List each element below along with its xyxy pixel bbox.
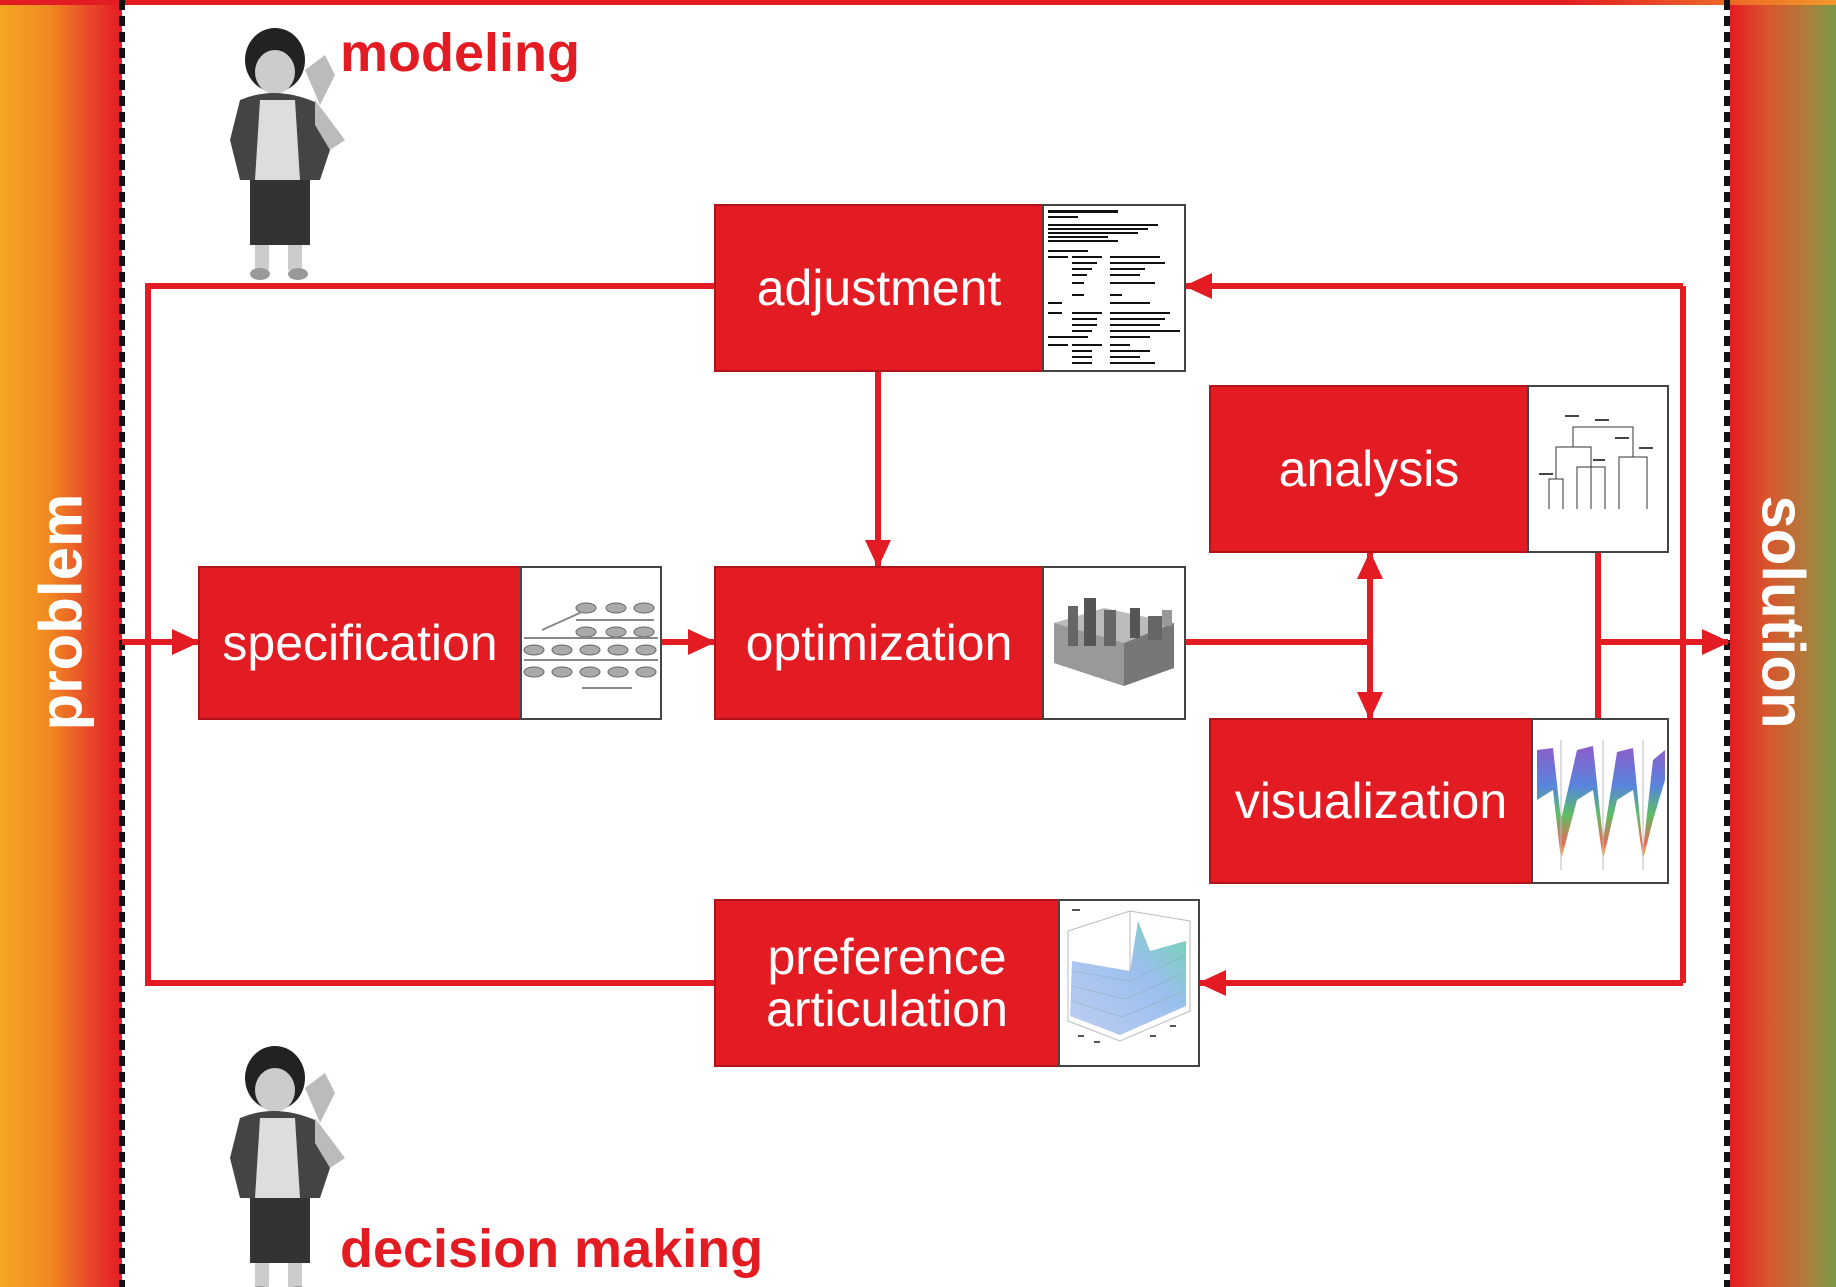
- surface-plot-graphic: [1067, 909, 1191, 1043]
- problem-bar: [0, 0, 122, 1287]
- problem-label-wrap: problem: [0, 0, 122, 1287]
- solution-label-wrap: solution: [1730, 0, 1836, 1287]
- visualization-box[interactable]: visualization: [1209, 718, 1533, 884]
- solution-bar: [1730, 0, 1836, 1287]
- process-flow-icon: [520, 566, 662, 720]
- optimization-box[interactable]: optimization: [714, 566, 1044, 720]
- 3d-blocks-graphic: [1054, 598, 1174, 686]
- parallel-coordinates-icon: [1531, 718, 1669, 884]
- dendrogram-icon: [1527, 385, 1669, 553]
- adjustment-label: adjustment: [756, 260, 1002, 316]
- top-border: [0, 0, 1836, 5]
- specification-box[interactable]: specification: [198, 566, 522, 720]
- adjustment-box[interactable]: adjustment: [714, 204, 1044, 372]
- modeling-heading: modeling: [340, 23, 580, 83]
- decision-making-heading: decision making: [340, 1219, 764, 1279]
- preference-label: preference articulation: [766, 929, 1008, 1037]
- specification-label: specification: [222, 615, 498, 671]
- code-listing-icon: [1042, 204, 1186, 372]
- person-bottom: [230, 1046, 345, 1287]
- analysis-label: analysis: [1278, 441, 1460, 497]
- solution-label: solution: [1749, 495, 1817, 729]
- person-top: [230, 28, 345, 280]
- 3d-blocks-icon: [1042, 566, 1186, 720]
- optimization-label: optimization: [745, 615, 1013, 671]
- process-flow-graphic: [523, 602, 658, 689]
- visualization-label: visualization: [1234, 773, 1508, 829]
- surface-plot-icon: [1058, 899, 1200, 1067]
- preference-articulation-box[interactable]: preference articulation: [714, 899, 1060, 1067]
- parallel-coordinates-graphic: [1537, 740, 1665, 870]
- analysis-box[interactable]: analysis: [1209, 385, 1529, 553]
- code-listing-graphic: [1048, 210, 1180, 364]
- dendrogram-graphic: [1539, 415, 1653, 509]
- problem-label: problem: [27, 493, 95, 731]
